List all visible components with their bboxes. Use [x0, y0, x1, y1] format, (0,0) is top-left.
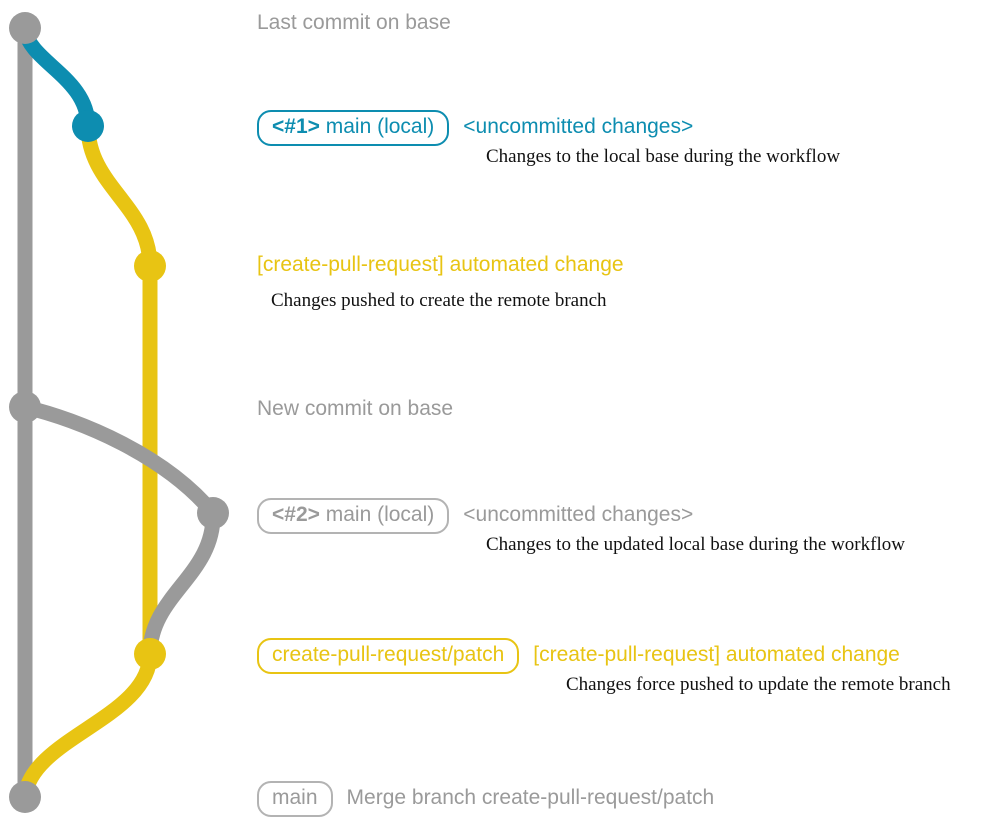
- commit-node-patch-1[interactable]: [134, 250, 166, 282]
- commit-subject: New commit on base: [257, 397, 454, 420]
- ref-badge-name: main: [272, 786, 318, 809]
- commit-row-last-base: Last commit on base: [257, 11, 451, 34]
- commit-subject: <uncommitted changes>: [463, 115, 694, 138]
- edge-base-to-local1: [17, 22, 96, 134]
- commit-row-local-1: <#1> main (local) <uncommitted changes>: [257, 110, 694, 147]
- commit-subject: [create-pull-request] automated change: [533, 643, 900, 666]
- ref-badge-create-pull-request-patch[interactable]: create-pull-request/patch: [257, 638, 520, 675]
- edge-base2-to-local2: [17, 399, 221, 521]
- ref-badge-name: main (local): [325, 503, 435, 526]
- commit-note-patch-1: Changes pushed to create the remote bran…: [271, 290, 607, 311]
- ref-badge-name: create-pull-request/patch: [272, 643, 505, 666]
- commit-row-patch-1: [create-pull-request] automated change: [257, 253, 624, 276]
- commit-node-base-2[interactable]: [9, 391, 41, 423]
- commit-row-new-base: New commit on base: [257, 397, 454, 420]
- ref-badge-name: main (local): [325, 115, 435, 138]
- commit-node-local-1[interactable]: [72, 110, 104, 142]
- commit-subject: <uncommitted changes>: [463, 503, 694, 526]
- ref-badge-main[interactable]: main: [257, 781, 333, 818]
- commit-note-patch-2: Changes force pushed to update the remot…: [566, 674, 951, 695]
- commit-node-base-1[interactable]: [9, 12, 41, 44]
- edge-patch2-to-merge: [17, 646, 158, 805]
- commit-subject: Last commit on base: [257, 11, 451, 34]
- commit-row-merge: main Merge branch create-pull-request/pa…: [257, 781, 715, 818]
- ref-badge-number: <#1>: [272, 115, 320, 138]
- commit-note-local-2: Changes to the updated local base during…: [486, 534, 905, 555]
- ref-badge-main-local-1[interactable]: <#1> main (local): [257, 110, 450, 147]
- commit-note-local-1: Changes to the local base during the wor…: [486, 146, 841, 167]
- commit-node-patch-2[interactable]: [134, 638, 166, 670]
- commit-node-base-3[interactable]: [9, 781, 41, 813]
- commit-node-local-2[interactable]: [197, 497, 229, 529]
- commit-row-local-2: <#2> main (local) <uncommitted changes>: [257, 498, 694, 535]
- edge-local2-to-patch2: [142, 505, 221, 662]
- ref-badge-number: <#2>: [272, 503, 320, 526]
- commit-row-patch-2: create-pull-request/patch [create-pull-r…: [257, 638, 900, 675]
- edge-local1-to-patch1: [80, 118, 158, 274]
- ref-badge-main-local-2[interactable]: <#2> main (local): [257, 498, 450, 535]
- commit-subject: [create-pull-request] automated change: [257, 253, 624, 276]
- commit-subject: Merge branch create-pull-request/patch: [346, 786, 715, 809]
